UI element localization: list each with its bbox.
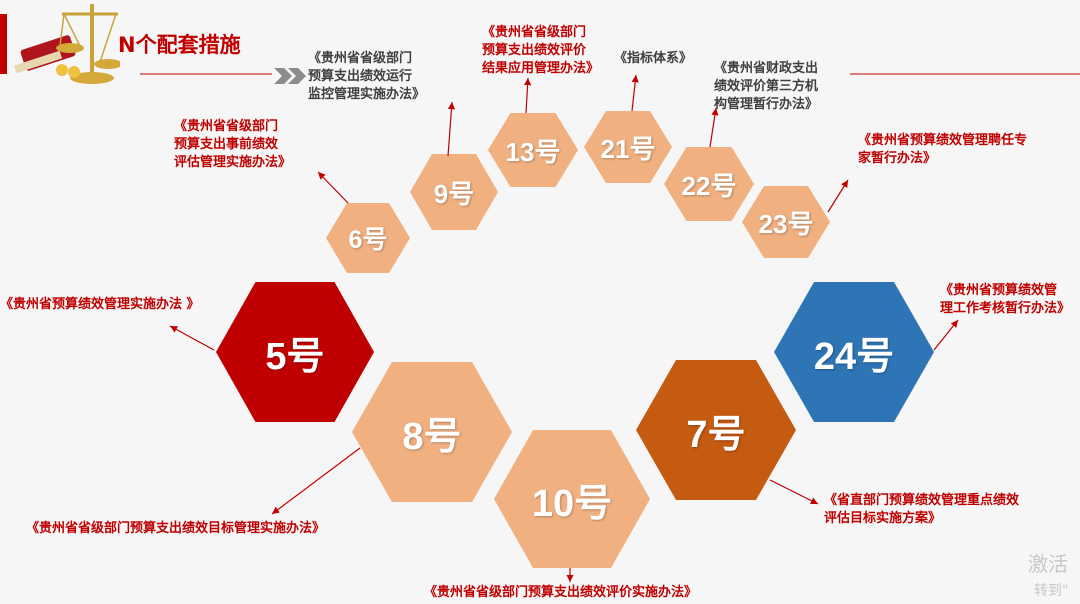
arrow-6 (318, 172, 348, 203)
label-22: 《贵州省财政支出 绩效评价第三方机 构管理暂行办法》 (714, 60, 818, 114)
label-10: 《贵州省省级部门预算支出绩效评价实施办法》 (424, 584, 697, 602)
label-8: 《贵州省省级部门预算支出绩效目标管理实施办法》 (26, 520, 325, 538)
label-24: 《贵州省预算绩效管 理工作考核暂行办法》 (940, 282, 1070, 318)
arrow-5 (170, 326, 214, 350)
label-7: 《省直部门预算绩效管理重点绩效 评估目标实施方案》 (824, 492, 1019, 528)
arrow-21 (632, 75, 636, 111)
arrow-23 (828, 180, 848, 212)
arrow-13 (526, 78, 528, 113)
label-23: 《贵州省预算绩效管理聘任专 家暂行办法》 (858, 132, 1027, 168)
arrow-8 (272, 448, 360, 514)
activation-watermark-line1: 激活 (1028, 548, 1068, 577)
activation-watermark-line2: 转到" (1034, 580, 1068, 600)
label-21: 《指标体系》 (614, 50, 692, 68)
label-13: 《贵州省省级部门 预算支出绩效评价 结果应用管理办法》 (482, 24, 599, 78)
label-9: 《贵州省省级部门 预算支出绩效运行 监控管理实施办法》 (308, 50, 425, 104)
arrow-9 (448, 102, 452, 156)
label-6: 《贵州省省级部门 预算支出事前绩效 评估管理实施办法》 (174, 118, 291, 172)
label-5: 《贵州省预算绩效管理实施办法 》 (0, 296, 200, 314)
arrow-24 (934, 320, 958, 350)
arrow-7 (770, 480, 818, 504)
